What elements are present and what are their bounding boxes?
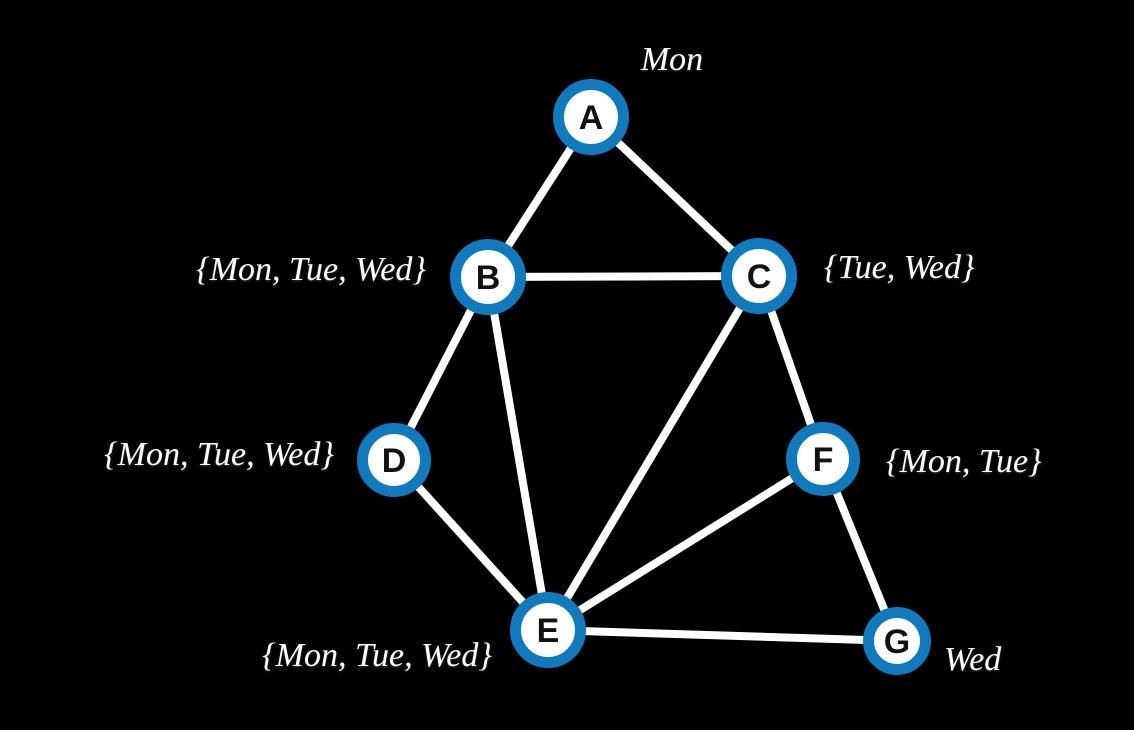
domain-label-c: {Tue, Wed}: [824, 249, 975, 286]
edge-e-f: [544, 455, 827, 634]
node-circle-b: [450, 239, 526, 315]
edge-c-e: [544, 272, 763, 634]
node-b[interactable]: B: [450, 239, 526, 315]
domain-label-g: Wed: [944, 641, 1002, 678]
domain-label-f: {Mon, Tue}: [886, 443, 1042, 480]
node-letter-d: D: [382, 442, 407, 480]
node-d[interactable]: D: [357, 423, 431, 497]
node-a[interactable]: A: [553, 79, 629, 155]
node-circle-e: [510, 592, 586, 668]
node-circle-g: [863, 607, 931, 675]
node-letter-e: E: [537, 612, 560, 650]
node-circle-c: [721, 238, 797, 314]
node-layer: A B C D E F G: [357, 79, 931, 675]
edge-layer: [390, 113, 901, 645]
edge-d-e: [390, 456, 552, 634]
node-letter-f: F: [813, 441, 834, 479]
node-letter-a: A: [579, 99, 604, 137]
node-circle-d: [357, 423, 431, 497]
edge-e-g: [544, 626, 901, 645]
node-letter-g: G: [884, 623, 910, 661]
node-g[interactable]: G: [863, 607, 931, 675]
domain-label-e: {Mon, Tue, Wed}: [262, 637, 492, 674]
node-f[interactable]: F: [786, 422, 860, 496]
domain-label-d: {Mon, Tue, Wed}: [104, 436, 334, 473]
node-circle-f: [786, 422, 860, 496]
node-circle-a: [553, 79, 629, 155]
domain-label-a: Mon: [640, 41, 704, 78]
node-letter-b: B: [476, 259, 501, 297]
domain-label-b: {Mon, Tue, Wed}: [196, 251, 426, 288]
edge-a-c: [587, 113, 763, 280]
edge-b-e: [484, 273, 552, 634]
node-e[interactable]: E: [510, 592, 586, 668]
node-c[interactable]: C: [721, 238, 797, 314]
edge-b-c: [484, 272, 763, 281]
node-letter-c: C: [747, 258, 772, 296]
